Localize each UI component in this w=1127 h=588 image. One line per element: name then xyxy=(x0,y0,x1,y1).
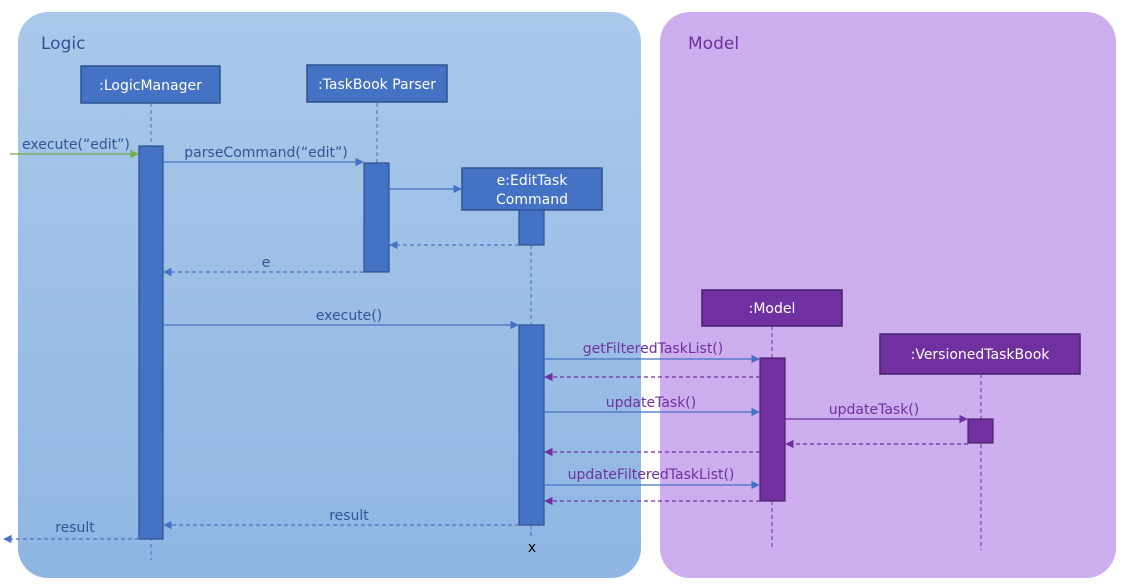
participant-edit-command: e:EditTask Command xyxy=(461,167,603,211)
message-update-task-versioned-label: updateTask() xyxy=(829,402,919,418)
message-update-task-model-label: updateTask() xyxy=(606,395,696,411)
participant-edit-command-line2: Command xyxy=(496,192,568,208)
participant-taskbook-parser: :TaskBook Parser xyxy=(306,64,448,103)
activation-logic-manager xyxy=(138,145,164,540)
activation-edit-command-constructor xyxy=(518,209,545,246)
activation-versioned-taskbook xyxy=(967,418,994,444)
participant-versioned-taskbook-label: :VersionedTaskBook xyxy=(911,347,1051,363)
message-get-filtered-label: getFilteredTaskList() xyxy=(583,341,723,357)
participant-taskbook-parser-label: :TaskBook Parser xyxy=(318,77,436,93)
logic-lane-title: Logic xyxy=(41,34,85,54)
activation-taskbook-parser xyxy=(363,162,390,273)
participant-model: :Model xyxy=(701,289,843,327)
model-lane-title: Model xyxy=(688,34,739,54)
destroy-mark: x xyxy=(528,540,536,556)
message-parse-command-label: parseCommand(“edit”) xyxy=(184,145,347,161)
participant-logic-manager: :LogicManager xyxy=(80,65,221,104)
return-result-to-logic-label: result xyxy=(329,508,369,524)
message-execute-label: execute() xyxy=(316,308,382,324)
message-execute-edit-label: execute(“edit”) xyxy=(22,137,130,153)
return-result-out-label: result xyxy=(55,520,95,536)
logic-lane xyxy=(18,12,641,578)
participant-model-label: :Model xyxy=(749,301,796,317)
participant-versioned-taskbook: :VersionedTaskBook xyxy=(879,333,1081,375)
activation-edit-command-execute xyxy=(518,324,545,526)
participant-edit-command-line1: e:EditTask xyxy=(497,173,569,189)
activation-model xyxy=(759,357,786,502)
return-e-label: e xyxy=(262,255,271,271)
participant-logic-manager-label: :LogicManager xyxy=(99,78,202,94)
message-update-filtered-label: updateFilteredTaskList() xyxy=(568,467,735,483)
